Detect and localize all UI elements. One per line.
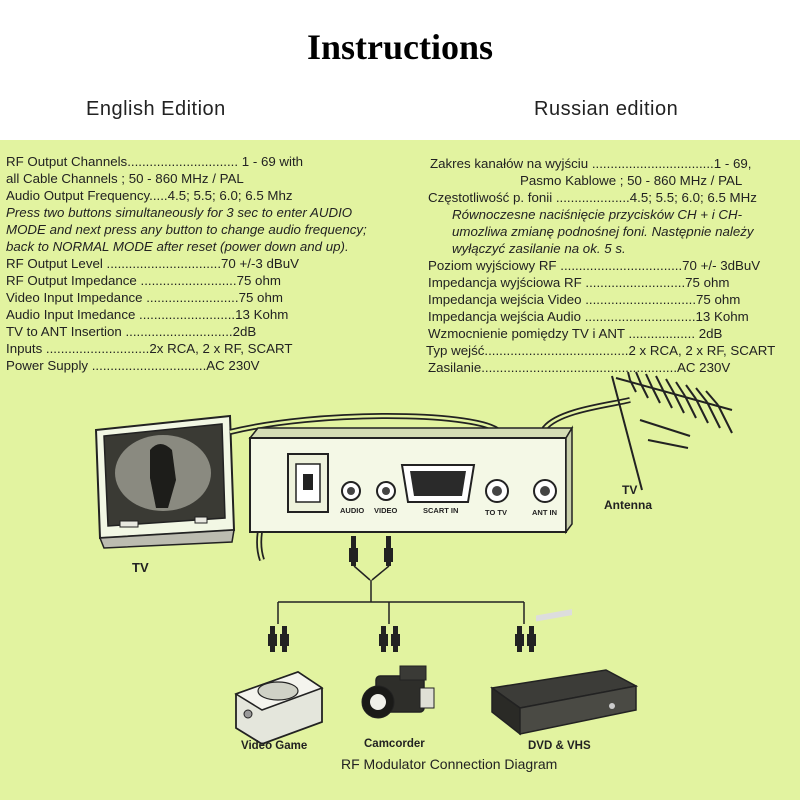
port-to-tv-label: TO TV: [485, 508, 507, 517]
port-video-label: VIDEO: [374, 506, 398, 515]
port-audio-label: AUDIO: [340, 506, 364, 515]
device-video-game-label: Video Game: [241, 740, 307, 752]
camcorder-icon: [361, 665, 435, 719]
ru-spec-line: Zasilanie...............................…: [428, 360, 731, 375]
connection-diagram: TV: [94, 371, 733, 772]
port-scart-label: SCART IN: [423, 506, 458, 515]
ru-spec-line: Impedancja wyjściowa RF ................…: [428, 275, 730, 290]
en-spec-line: back to NORMAL MODE after reset (power d…: [6, 239, 349, 254]
device-camcorder-label: Camcorder: [364, 738, 425, 750]
antenna-label-tv: TV: [622, 483, 637, 497]
ru-spec-line: Typ wejść...............................…: [426, 343, 776, 358]
russian-edition-label: Russian edition: [534, 98, 679, 120]
diagram-caption: RF Modulator Connection Diagram: [341, 756, 557, 772]
en-spec-line: Audio Output Frequency.....4.5; 5.5; 6.0…: [6, 188, 293, 203]
ru-spec-line: wyłączyć zasilanie na ok. 5 s.: [452, 241, 626, 256]
rca-plug-pair-icon: [349, 536, 393, 566]
ru-spec-line: Pasmo Kablowe ; 50 - 860 MHz / PAL: [520, 173, 743, 188]
ru-spec-line: Impedancja wejścia Video ...............…: [428, 292, 741, 307]
antenna-icon: [611, 371, 733, 491]
en-spec-line: Video Input Impedance ..................…: [6, 290, 283, 305]
ru-spec-line: Zakres kanałów na wyjściu ..............…: [430, 156, 752, 171]
en-spec-line: all Cable Channels ; 50 - 860 MHz / PAL: [6, 171, 244, 186]
antenna-label: Antenna: [604, 498, 652, 512]
device-plug-icons: [268, 626, 536, 652]
game-console-icon: [234, 671, 324, 745]
dvd-vhs-player-icon: [490, 609, 639, 736]
en-spec-line: Power Supply ...........................…: [6, 358, 260, 373]
port-ant-in-label: ANT IN: [532, 508, 557, 517]
ru-spec-line: Równoczesne naciśnięcie przycisków CH + …: [452, 207, 743, 222]
en-spec-line: Press two buttons simultaneously for 3 s…: [6, 205, 353, 220]
ru-spec-line: Impedancja wejścia Audio ...............…: [428, 309, 749, 324]
connection-lines: [277, 565, 525, 624]
en-spec-line: RF Output Channels......................…: [6, 154, 304, 169]
english-edition-label: English Edition: [86, 98, 226, 120]
tv-set-icon: [94, 414, 236, 549]
en-spec-line: Audio Input Imedance ...................…: [6, 307, 289, 322]
ru-spec-line: Poziom wyjściowy RF ....................…: [428, 258, 761, 273]
page-title: Instructions: [306, 27, 494, 67]
en-spec-line: MODE and next press any button to change…: [6, 222, 367, 237]
ru-spec-line: Częstotliwość p. fonii .................…: [428, 190, 757, 205]
device-dvd-vhs-label: DVD & VHS: [528, 740, 591, 752]
en-spec-line: RF Output Impedance ....................…: [6, 273, 281, 288]
ru-spec-line: Wzmocnienie pomiędzy TV i ANT ..........…: [428, 326, 723, 341]
en-spec-line: Inputs ............................2x RC…: [6, 341, 293, 356]
rf-modulator-box: [248, 425, 574, 535]
en-spec-line: RF Output Level ........................…: [6, 256, 300, 271]
tv-label: TV: [132, 560, 149, 575]
instruction-sheet: RF Output Channels......................…: [0, 140, 800, 800]
ru-spec-line: umozliwa zmianę podnośnej foni. Następni…: [452, 224, 754, 239]
en-spec-line: TV to ANT Insertion ....................…: [6, 324, 257, 339]
